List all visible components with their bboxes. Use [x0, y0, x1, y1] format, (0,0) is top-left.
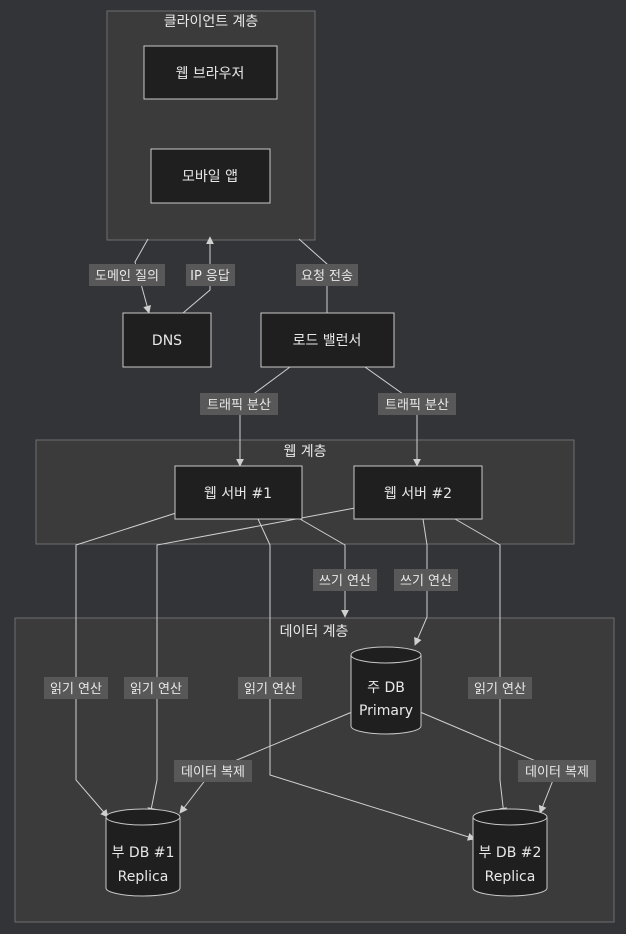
edge-label-ip-response: IP 응답	[186, 264, 235, 286]
edge-label-read-1: 읽기 연산	[44, 677, 108, 699]
data-tier-title: 데이터 계층	[280, 624, 349, 640]
edge-label-request-send: 요청 전송	[296, 264, 358, 286]
svg-text:읽기 연산: 읽기 연산	[50, 682, 102, 697]
svg-text:쓰기 연산: 쓰기 연산	[319, 574, 371, 589]
edge-label-replicate-2: 데이터 복제	[518, 760, 596, 782]
svg-text:읽기 연산: 읽기 연산	[474, 682, 526, 697]
svg-text:IP 응답: IP 응답	[190, 269, 230, 284]
svg-text:모바일 앱: 모바일 앱	[182, 169, 238, 185]
node-dns: DNS	[122, 312, 212, 368]
node-primary-db: 주 DB Primary	[350, 646, 422, 735]
node-mobile-app: 모바일 앱	[150, 148, 271, 204]
node-web-server-2: 웹 서버 #2	[353, 465, 483, 520]
svg-text:데이터 복제: 데이터 복제	[181, 765, 245, 780]
edge-label-write-2: 쓰기 연산	[394, 569, 458, 591]
node-web-browser: 웹 브라우저	[143, 45, 278, 100]
svg-text:부 DB #2: 부 DB #2	[479, 845, 542, 861]
edge-read-2	[147, 507, 356, 816]
svg-text:트래픽 분산: 트래픽 분산	[207, 398, 271, 413]
edge-label-replicate-1: 데이터 복제	[174, 760, 252, 782]
edge-label-write-1: 쓰기 연산	[313, 569, 377, 591]
svg-text:웹 브라우저: 웹 브라우저	[176, 66, 245, 82]
edge-label-read-4: 읽기 연산	[468, 677, 532, 699]
svg-text:Replica: Replica	[118, 869, 169, 885]
node-load-balancer: 로드 밸런서	[260, 312, 395, 368]
node-replica-db-2: 부 DB #2 Replica	[472, 808, 548, 897]
svg-text:로드 밸런서: 로드 밸런서	[293, 333, 362, 349]
edge-label-traffic-2: 트래픽 분산	[378, 393, 456, 415]
edge-read-3	[257, 518, 476, 841]
svg-text:Replica: Replica	[485, 869, 536, 885]
svg-text:DNS: DNS	[152, 333, 182, 349]
svg-text:부 DB #1: 부 DB #1	[112, 845, 175, 861]
web-tier-cluster: 웹 계층	[35, 439, 575, 545]
svg-text:Primary: Primary	[359, 703, 413, 719]
edge-label-traffic-1: 트래픽 분산	[200, 393, 278, 415]
svg-text:읽기 연산: 읽기 연산	[130, 682, 182, 697]
edge-read-4	[454, 518, 508, 816]
edge-read-1	[75, 512, 177, 818]
edge-write-1	[299, 518, 349, 618]
svg-text:주 DB: 주 DB	[367, 680, 405, 696]
svg-text:도메인 질의: 도메인 질의	[95, 269, 159, 284]
svg-text:트래픽 분산: 트래픽 분산	[385, 398, 449, 413]
svg-text:쓰기 연산: 쓰기 연산	[400, 574, 452, 589]
edge-ip-response	[182, 236, 214, 314]
svg-text:웹 서버 #1: 웹 서버 #1	[204, 486, 272, 502]
web-tier-title: 웹 계층	[283, 444, 326, 460]
svg-text:데이터 복제: 데이터 복제	[525, 765, 589, 780]
svg-text:웹 서버 #2: 웹 서버 #2	[384, 486, 452, 502]
edge-dns-query	[134, 238, 151, 314]
node-web-server-1: 웹 서버 #1	[174, 465, 303, 520]
svg-text:요청 전송: 요청 전송	[301, 269, 353, 284]
svg-text:읽기 연산: 읽기 연산	[244, 682, 296, 697]
edge-label-read-2: 읽기 연산	[124, 677, 188, 699]
client-tier-title: 클라이언트 계층	[164, 14, 259, 30]
node-replica-db-1: 부 DB #1 Replica	[105, 808, 181, 897]
edge-label-dns-query: 도메인 질의	[89, 264, 165, 286]
edge-label-read-3: 읽기 연산	[238, 677, 302, 699]
client-tier-cluster: 클라이언트 계층	[106, 10, 316, 241]
